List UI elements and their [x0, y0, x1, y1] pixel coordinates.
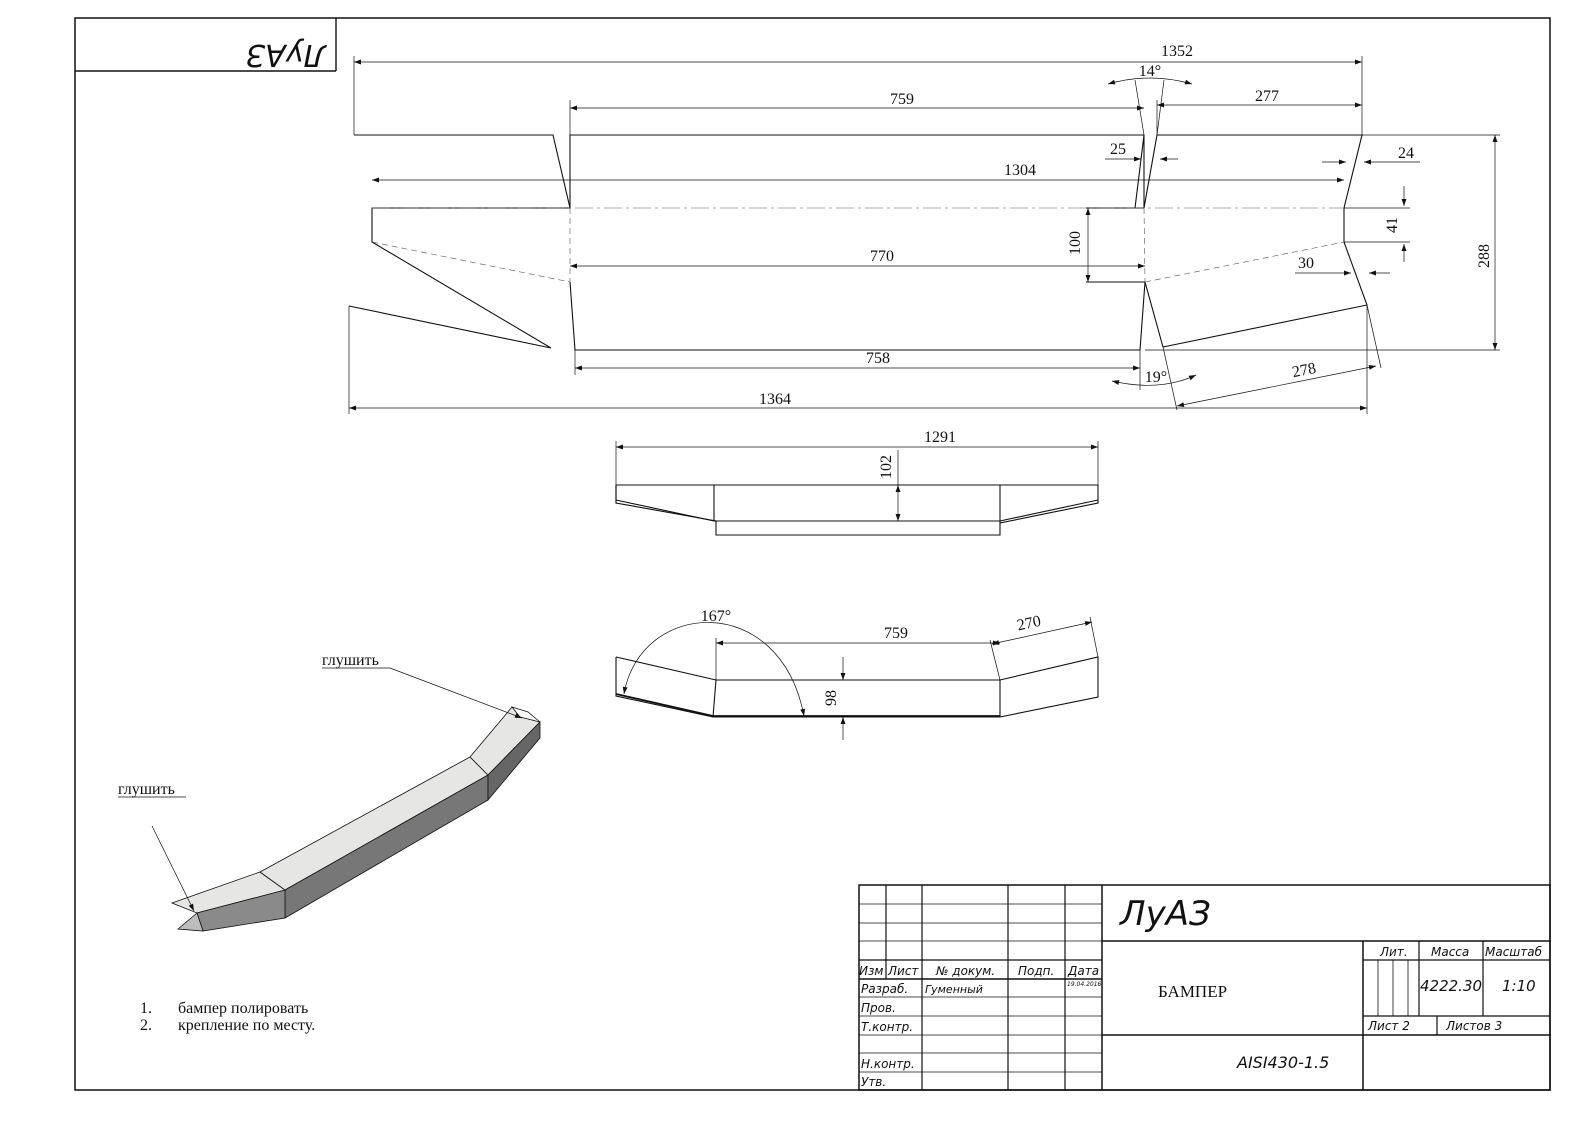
dim-25: 25	[1110, 141, 1126, 158]
dim-759-top: 759	[890, 91, 914, 108]
dim-30: 30	[1298, 255, 1314, 272]
dim-1304: 1304	[1004, 162, 1036, 179]
notes: 1. бампер полировать 2. крепление по мес…	[140, 1000, 315, 1034]
tb-role-ncontrol: Н.контр.	[861, 1057, 915, 1071]
bend-lines	[371, 207, 1345, 283]
callout-leaders	[118, 667, 523, 912]
sheet-frame	[74, 17, 1551, 1091]
dim-770: 770	[870, 248, 894, 265]
tb-role-tcontrol: Т.контр.	[861, 1020, 913, 1034]
dim-167deg: 167°	[701, 608, 731, 625]
dim-758: 758	[866, 350, 890, 367]
tb-date: 19.04.2016	[1067, 981, 1102, 988]
tb-title: БАМПЕР	[1158, 982, 1227, 1001]
isometric-view	[170, 706, 541, 932]
note-2-text: крепление по месту.	[178, 1017, 315, 1034]
tb-role-approve: Утв.	[861, 1075, 886, 1089]
dim-277: 277	[1255, 88, 1279, 105]
dim-102: 102	[878, 455, 895, 479]
note-1-num: 1.	[140, 1000, 152, 1017]
tb-lit-label: Лит.	[1379, 945, 1408, 959]
tb-hdr-date: Дата	[1067, 964, 1099, 978]
dim-288: 288	[1476, 244, 1493, 268]
corner-stamp-box: ЛуАЗ	[75, 18, 337, 72]
dim-14deg: 14°	[1139, 63, 1161, 80]
tb-mass: 4222.30	[1420, 977, 1482, 995]
tb-scale-label: Масштаб	[1485, 945, 1543, 959]
front-view	[615, 656, 1099, 718]
tb-hdr-doc: № докум.	[935, 964, 995, 978]
tb-hdr-izm: Изм	[859, 964, 883, 978]
callout-cap-left: глушить	[118, 781, 175, 798]
dim-100: 100	[1067, 231, 1084, 255]
callout-cap-top: глушить	[322, 652, 379, 669]
dim-24: 24	[1398, 145, 1414, 162]
dim-41: 41	[1384, 217, 1401, 233]
title-block	[858, 884, 1551, 1091]
dim-278: 278	[1291, 360, 1318, 381]
tb-role-develop: Разраб.	[861, 982, 908, 996]
flat-pattern-view	[348, 134, 1368, 351]
corner-stamp-text: ЛуАЗ	[246, 37, 327, 72]
dim-19deg: 19°	[1145, 369, 1167, 386]
tb-hdr-sign: Подп.	[1018, 964, 1054, 978]
top-view-dimensions	[615, 441, 1099, 521]
flat-pattern-dimensions	[348, 56, 1500, 414]
tb-role-check: Пров.	[861, 1001, 896, 1015]
tb-material: AISI430-1.5	[1236, 1053, 1329, 1072]
front-view-dimensions	[622, 616, 1099, 740]
dim-1352: 1352	[1161, 43, 1193, 60]
tb-developer: Гуменный	[925, 983, 983, 996]
flat-pattern-dim-texts: 1352 14° 759 277 25 24 1304 100 41 770 3…	[759, 43, 1493, 408]
dim-1364: 1364	[759, 391, 791, 408]
note-2-num: 2.	[140, 1017, 152, 1034]
tb-mass-label: Масса	[1431, 945, 1469, 959]
dim-759-front: 759	[884, 625, 908, 642]
dim-1291: 1291	[924, 429, 956, 446]
note-1-text: бампер полировать	[178, 1000, 308, 1017]
dim-98: 98	[823, 690, 840, 706]
tb-hdr-list: Лист	[887, 964, 919, 978]
title-block-texts: ЛуАЗ БАМПЕР AISI430-1.5 Изм Лист № докум…	[859, 894, 1543, 1089]
tb-sheet: Лист 2	[1367, 1019, 1410, 1033]
top-view	[615, 484, 1099, 536]
tb-sheets-total: Листов 3	[1445, 1019, 1502, 1033]
tb-scale: 1:10	[1502, 977, 1536, 995]
dim-270: 270	[1016, 613, 1043, 635]
tb-org: ЛуАЗ	[1118, 894, 1211, 934]
